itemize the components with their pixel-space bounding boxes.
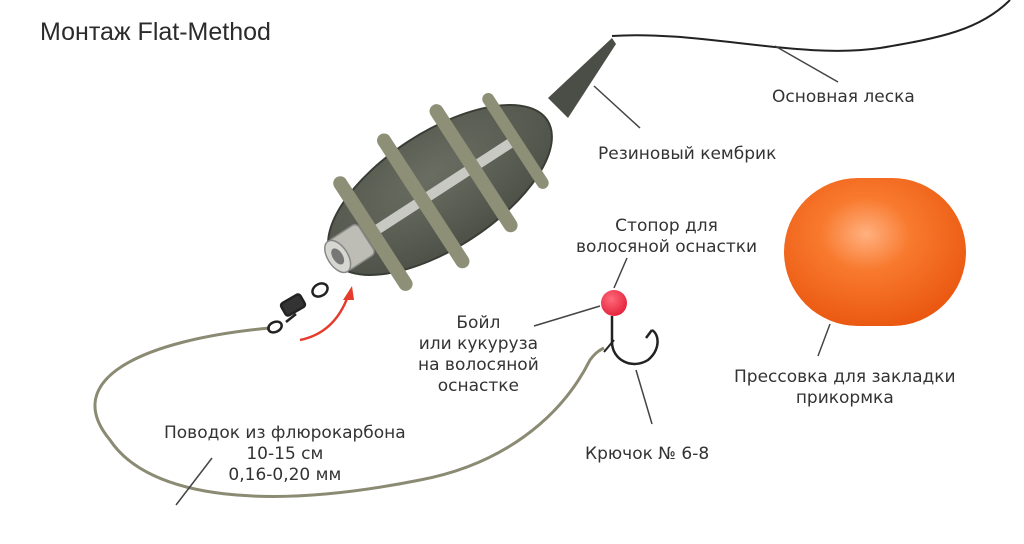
label-leader: Поводок из флюрокарбона 10-15 см 0,16-0,… bbox=[164, 423, 406, 486]
feed-press-ball bbox=[784, 178, 966, 326]
label-leader-line: 10-15 см bbox=[246, 444, 324, 464]
label-feed-press-line: Прессовка для закладки bbox=[734, 367, 956, 387]
label-bait: Бойл или кукуруза на волосяной оснастке bbox=[418, 313, 539, 397]
label-rubber-tube: Резиновый кембрик bbox=[598, 144, 777, 164]
feeder bbox=[324, 93, 553, 291]
label-hook: Крючок № 6-8 bbox=[585, 444, 710, 464]
feeder-rib bbox=[429, 104, 518, 233]
label-bait-line: или кукуруза bbox=[418, 334, 539, 354]
label-main-line: Основная леска bbox=[772, 87, 915, 107]
callout-lines bbox=[175, 45, 839, 506]
leader-line bbox=[93, 326, 605, 498]
feeder-rib bbox=[333, 176, 413, 291]
bait-bead bbox=[601, 290, 627, 316]
label-stopper-line: Стопор для bbox=[615, 216, 718, 236]
label-feed-press-line: прикормка bbox=[795, 388, 894, 408]
label-stopper: Стопор для волосяной оснастки bbox=[576, 216, 757, 258]
label-bait-line: оснастке bbox=[437, 376, 520, 396]
arrow-head bbox=[343, 286, 354, 300]
swivel bbox=[267, 282, 329, 334]
rubber-tube bbox=[548, 38, 616, 118]
direction-arrow bbox=[299, 295, 350, 342]
main-line bbox=[611, 0, 1011, 52]
diagram-title: Монтаж Flat-Method bbox=[40, 18, 271, 46]
label-stopper-line: волосяной оснастки bbox=[576, 237, 758, 257]
feeder-rib bbox=[377, 133, 470, 269]
label-feed-press: Прессовка для закладки прикормка bbox=[734, 367, 956, 409]
feeder-tube bbox=[369, 135, 518, 237]
label-leader-line: Поводок из флюрокарбона bbox=[164, 423, 406, 443]
label-bait-line: на волосяной bbox=[418, 355, 539, 375]
label-bait-line: Бойл bbox=[456, 313, 501, 333]
feeder-rib bbox=[482, 93, 549, 189]
hook bbox=[610, 316, 659, 366]
label-leader-line: 0,16-0,20 мм bbox=[228, 465, 342, 485]
